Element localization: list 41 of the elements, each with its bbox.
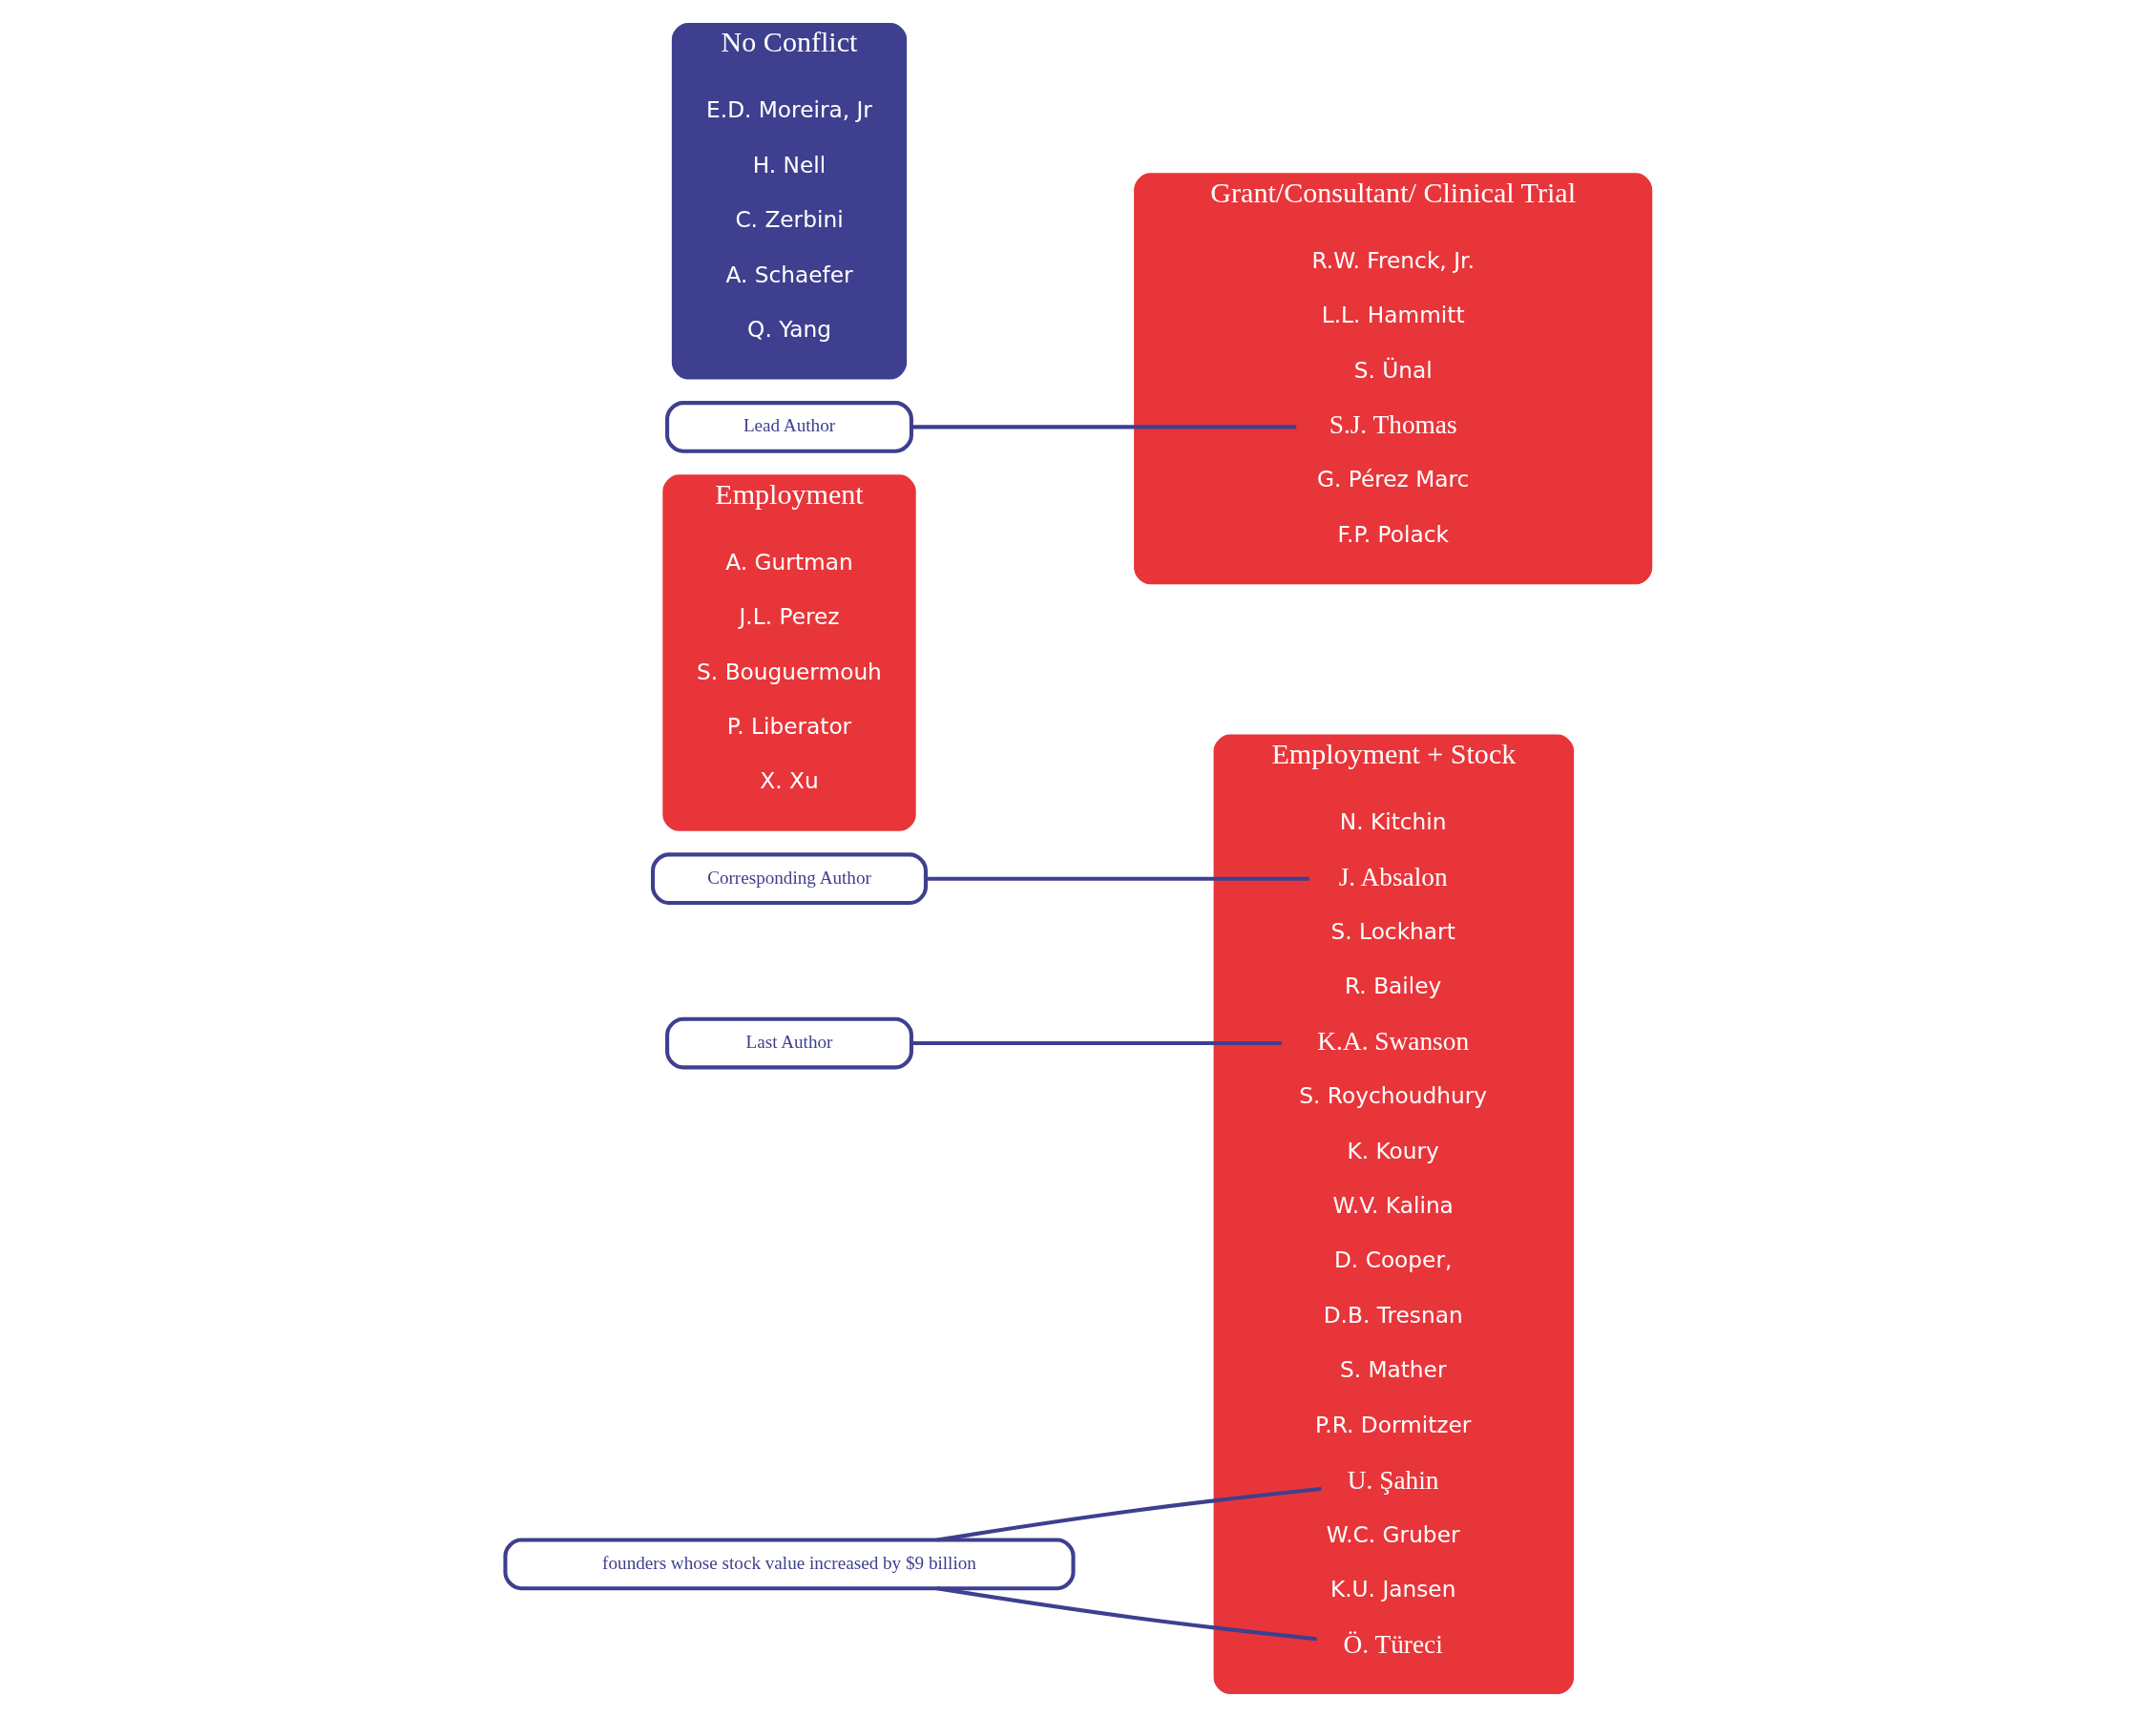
node-text: A. Schaefer: [724, 261, 853, 287]
node-text: W.V. Kalina: [1331, 1192, 1454, 1219]
node-text: D. Cooper,: [1333, 1246, 1452, 1273]
node-text: K.A. Swanson: [1316, 1026, 1469, 1056]
node-text: K.U. Jansen: [1329, 1576, 1455, 1602]
node-text: S.J. Thomas: [1329, 410, 1457, 440]
node-text: S. Ünal: [1353, 356, 1433, 383]
node-text: U. Şahin: [1347, 1465, 1439, 1495]
node-text: S. Mather: [1339, 1356, 1446, 1383]
node-box: Lead Author: [664, 401, 913, 453]
node-text: E.D. Moreira, Jr: [705, 96, 872, 123]
node-text: C. Zerbini: [734, 206, 844, 233]
node-text: H. Nell: [752, 151, 826, 178]
node-box: Last Author: [664, 1016, 913, 1070]
node-text: F.P. Polack: [1336, 520, 1449, 547]
node-text: Q. Yang: [746, 316, 831, 343]
node-text: Ö. Türeci: [1343, 1629, 1443, 1659]
node-text: J.L. Perez: [738, 603, 840, 630]
node-text: D.B. Tresnan: [1323, 1301, 1463, 1328]
node-text: P.R. Dormitzer: [1314, 1411, 1471, 1437]
node-text: S. Roychoudhury: [1298, 1082, 1487, 1109]
node-text: N. Kitchin: [1339, 807, 1447, 834]
node-text: S. Bouguermouh: [696, 658, 882, 684]
node-text: S. Lockhart: [1330, 917, 1455, 944]
node-text: L.L. Hammitt: [1321, 302, 1465, 328]
node-text: R. Bailey: [1344, 973, 1441, 999]
node-text: J. Absalon: [1338, 862, 1448, 891]
node-text: G. Pérez Marc: [1316, 466, 1469, 492]
node-box: Corresponding Author: [650, 852, 928, 906]
node-text: K. Koury: [1346, 1137, 1439, 1163]
connector: [925, 876, 1309, 881]
connector: [935, 1586, 1317, 1642]
node-text: R.W. Frenck, Jr.: [1311, 246, 1475, 273]
node-text: A. Gurtman: [724, 548, 853, 575]
node-box: founders whose stock value increased by $9 billion: [502, 1538, 1076, 1591]
connector: [935, 1487, 1322, 1542]
connector: [911, 1041, 1282, 1046]
node-text: P. Liberator: [726, 713, 851, 739]
node-text: W.C. Gruber: [1326, 1520, 1460, 1547]
node-text: X. Xu: [759, 767, 819, 794]
connector: [911, 425, 1296, 429]
